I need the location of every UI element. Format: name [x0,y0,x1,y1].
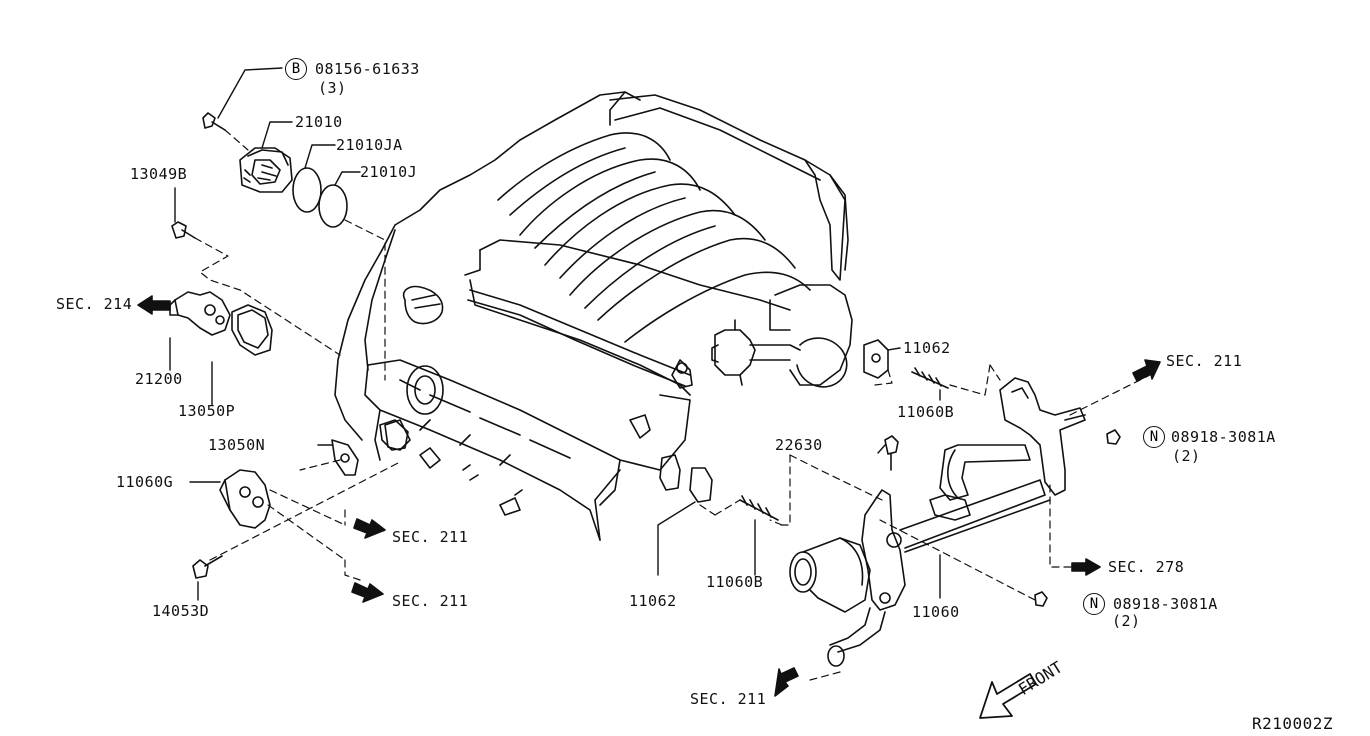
callout-21010J: 21010J [360,163,418,181]
callout-14053D: 14053D [152,602,210,620]
throttle-chamber-drawing [711,284,853,388]
bolt-symbol-b: B [285,58,307,80]
nut-symbol-n-1: N [1143,426,1165,448]
callout-21010: 21010 [295,113,343,131]
callout-22630: 22630 [775,436,823,454]
callout-13050P: 13050P [178,402,236,420]
callout-11062-bottom: 11062 [629,592,677,610]
callout-21010JA: 21010JA [336,136,403,154]
callout-sec-214: SEC. 214 [56,295,133,313]
gaskets-and-studs-drawing [659,339,949,521]
callout-13049B: 13049B [130,165,188,183]
intake-manifold-drawing [334,91,849,541]
front-arrow-icon [979,673,1037,719]
nut-symbol-n-2: N [1083,593,1105,615]
callout-sec-211-d: SEC. 211 [690,690,767,708]
callout-sec-211-a: SEC. 211 [392,528,469,546]
callout-08156-61633: 08156-61633 [315,60,420,78]
callout-sec-211-c: SEC. 211 [1166,352,1243,370]
callout-qty-3: (3) [318,79,347,97]
callout-08918-3081A-2: 08918-3081A [1113,595,1218,613]
sec-arrows [137,295,1161,697]
water-outlet-drawing [169,221,273,356]
water-outlet-left-drawing [192,419,409,579]
callout-21200: 21200 [135,370,183,388]
callout-13050N: 13050N [208,436,266,454]
dashed-lines [194,129,1151,681]
callout-qty-2-a: (2) [1172,447,1201,465]
electric-throttle-body-drawing [202,112,348,228]
water-pipe-drawing [789,377,1121,667]
leader-lines [169,67,941,601]
diagram-reference-code: R210002Z [1252,714,1334,733]
callout-08918-3081A-1: 08918-3081A [1171,428,1276,446]
callout-11060: 11060 [912,603,960,621]
callout-qty-2-b: (2) [1112,612,1141,630]
callout-sec-211-b: SEC. 211 [392,592,469,610]
callout-11060B-top: 11060B [897,403,955,421]
callout-11060G: 11060G [116,473,174,491]
callout-sec-278: SEC. 278 [1108,558,1185,576]
callout-11060B-bottom: 11060B [706,573,764,591]
callout-11062-top: 11062 [903,339,951,357]
